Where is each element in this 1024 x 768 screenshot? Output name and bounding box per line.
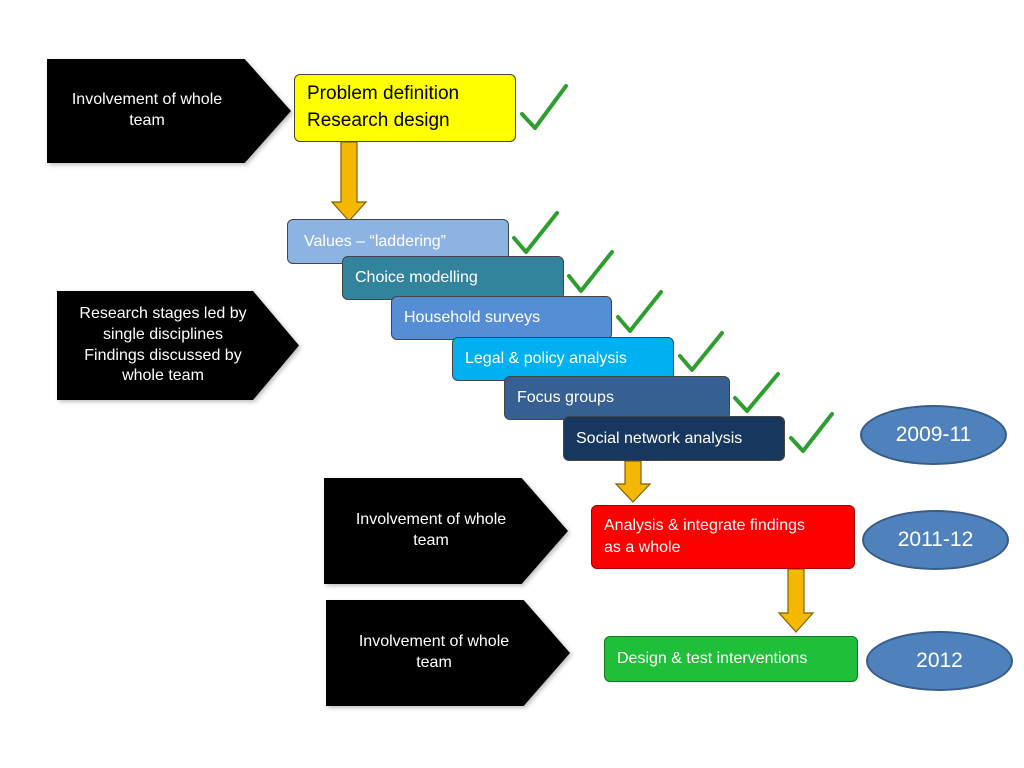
label-line: team — [129, 112, 165, 129]
problem-line: Problem definition — [307, 83, 460, 105]
year-label: 2009-11 — [895, 423, 972, 446]
year-oval-2012: 2012 — [866, 631, 1013, 691]
stage-focus-groups: Focus groups — [504, 376, 730, 420]
label-bottom-involvement: Involvement of whole team — [326, 600, 570, 706]
year-oval-2011-12: 2011-12 — [862, 510, 1009, 570]
problem-line: Research design — [307, 110, 450, 131]
check-icon — [789, 412, 834, 453]
check-icon — [616, 290, 663, 333]
label-line: single disciplines — [102, 325, 224, 343]
label-line: Involvement of whole — [355, 511, 507, 529]
check-icon — [520, 84, 568, 130]
design-interventions-box: Design & test interventions — [604, 636, 858, 682]
analysis-box: Analysis & integrate findings as a whole — [591, 505, 855, 569]
stage-social-network: Social network analysis — [563, 416, 785, 461]
check-icon — [512, 211, 559, 254]
design-label: Design & test interventions — [617, 650, 808, 667]
label-research-stages: Research stages led by single discipline… — [57, 291, 299, 400]
analysis-line: Analysis & integrate findings — [604, 516, 805, 534]
label-lower-involvement: Involvement of whole team — [324, 478, 568, 584]
label-line: Involvement of whole — [71, 91, 223, 109]
year-oval-2009-11: 2009-11 — [860, 405, 1007, 465]
year-label: 2011-12 — [897, 528, 974, 551]
stage-label: Choice modelling — [355, 269, 478, 286]
stage-label: Household surveys — [404, 309, 541, 326]
label-top-involvement: Involvement of whole team — [47, 59, 291, 163]
stage-label: Social network analysis — [576, 429, 743, 447]
down-arrow-analysis — [777, 568, 815, 633]
problem-definition-box: Problem definition Research design — [294, 74, 516, 142]
stage-household-surveys: Household surveys — [391, 296, 612, 340]
stage-legal-policy: Legal & policy analysis — [452, 337, 674, 381]
label-line: team — [416, 654, 452, 671]
year-label: 2012 — [916, 649, 963, 672]
down-arrow-problem — [330, 141, 368, 222]
analysis-line: as a whole — [604, 539, 681, 556]
stage-label: Focus groups — [517, 389, 614, 406]
check-icon — [678, 331, 724, 372]
label-line: Findings discussed by — [84, 346, 242, 364]
down-arrow-stages — [614, 460, 652, 503]
label-line: whole team — [122, 367, 204, 385]
label-line: team — [413, 532, 449, 549]
check-icon — [733, 372, 780, 413]
check-icon — [567, 250, 614, 293]
stage-label: Legal & policy analysis — [465, 350, 627, 367]
label-line: Involvement of whole — [358, 633, 510, 651]
label-line: Research stages led by — [79, 304, 247, 322]
stage-label: Values – “laddering” — [304, 232, 447, 250]
stage-choice-modelling: Choice modelling — [342, 256, 564, 300]
